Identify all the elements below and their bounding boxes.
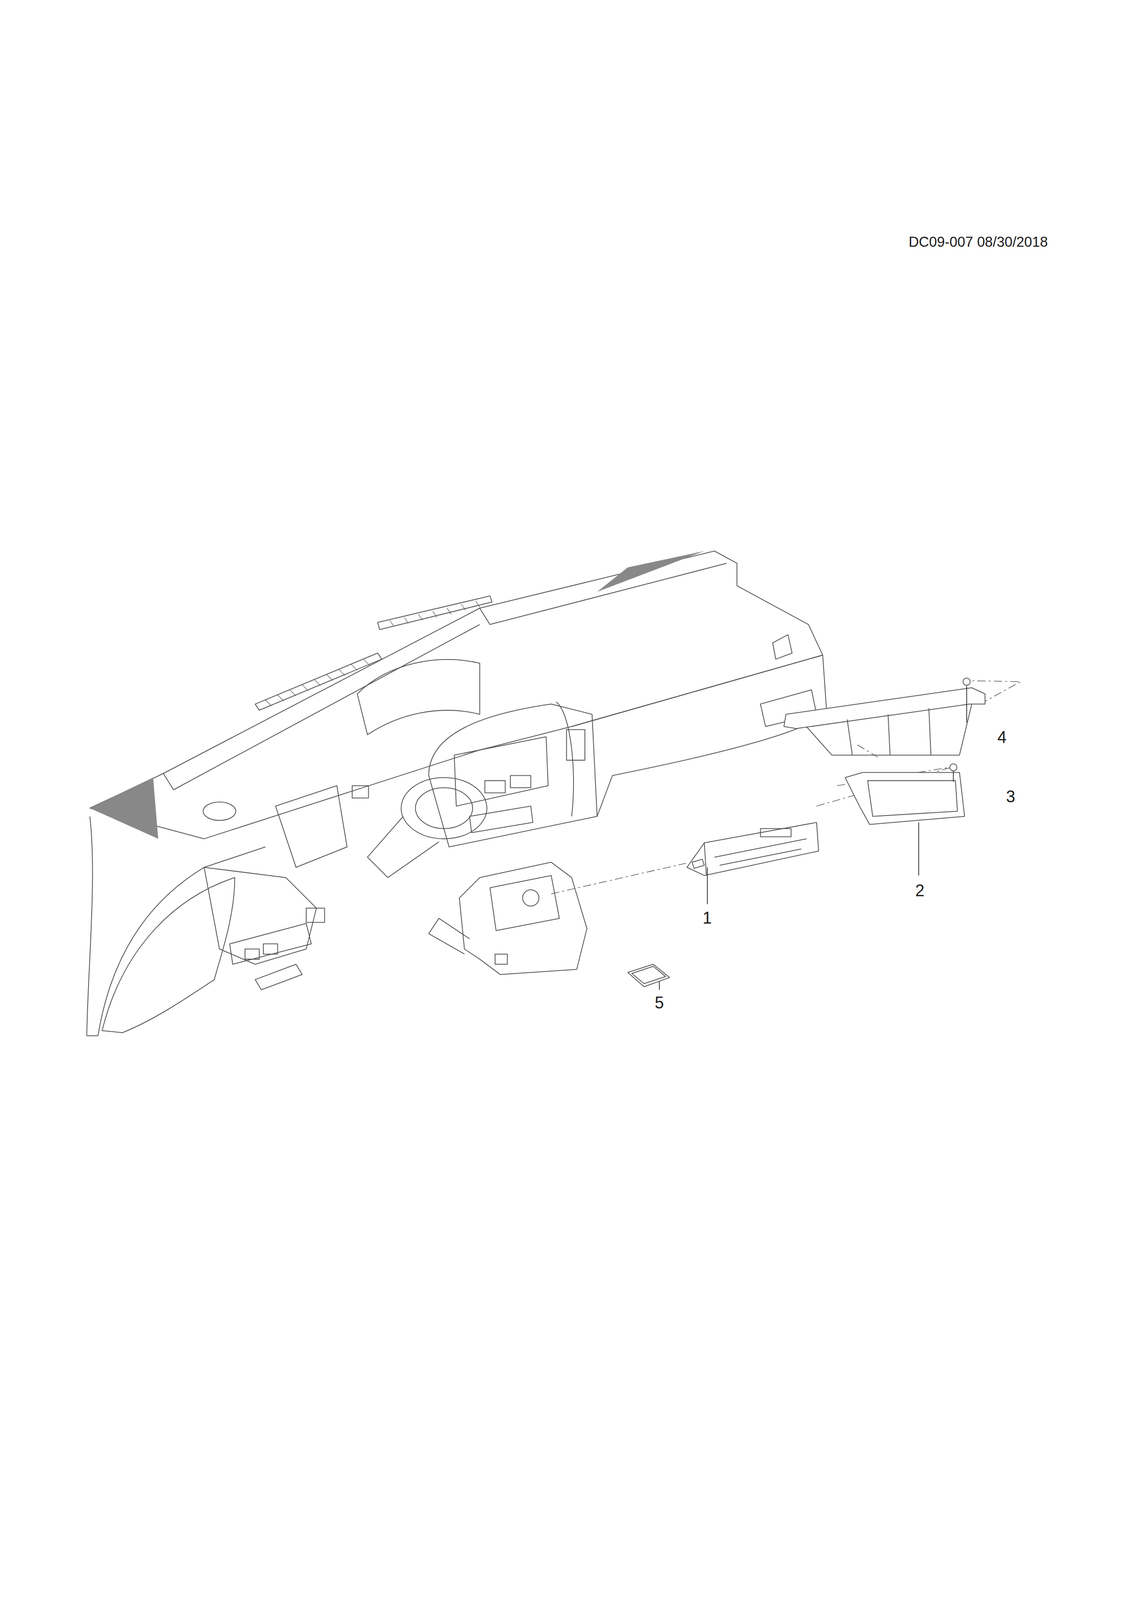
- callout-number: 2: [915, 882, 925, 900]
- callout-number: 5: [654, 995, 664, 1012]
- callout-number: 3: [1006, 788, 1016, 806]
- callout-number: 1: [702, 910, 712, 927]
- drawing-code: DC09-007 08/30/2018: [908, 234, 1048, 250]
- callout-number: 4: [997, 729, 1007, 746]
